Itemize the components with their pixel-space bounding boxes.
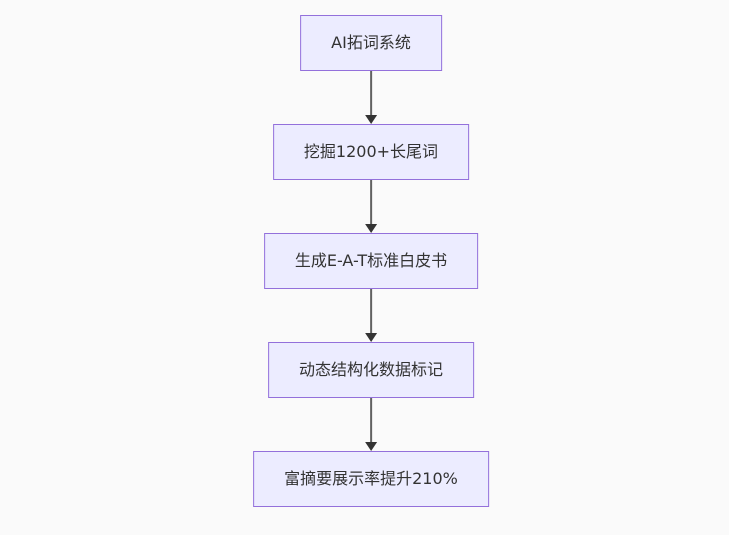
- arrow-down-2: [363, 180, 379, 233]
- node-label: 动态结构化数据标记: [298, 360, 443, 380]
- node-label: 富摘要展示率提升210%: [284, 469, 458, 489]
- arrow-line: [370, 398, 372, 443]
- flow-node-longtail-mining: 挖掘1200+长尾词: [272, 124, 470, 180]
- arrowhead-icon: [365, 115, 377, 124]
- flowchart: AI拓词系统 挖掘1200+长尾词 生成E-A-T标准白皮书 动态结构化数据标记…: [253, 15, 489, 507]
- flow-node-rich-snippet-result: 富摘要展示率提升210%: [253, 451, 489, 507]
- flow-node-eat-whitepaper: 生成E-A-T标准白皮书: [263, 233, 479, 289]
- arrow-down-1: [363, 71, 379, 124]
- arrowhead-icon: [365, 442, 377, 451]
- flow-node-ai-keyword-system: AI拓词系统: [300, 15, 442, 71]
- arrow-line: [370, 289, 372, 334]
- arrow-line: [370, 180, 372, 225]
- arrowhead-icon: [365, 333, 377, 342]
- arrow-down-3: [363, 289, 379, 342]
- arrow-down-4: [363, 398, 379, 451]
- node-label: 生成E-A-T标准白皮书: [294, 251, 448, 271]
- arrowhead-icon: [365, 224, 377, 233]
- flow-node-structured-data: 动态结构化数据标记: [267, 342, 474, 398]
- node-label: 挖掘1200+长尾词: [303, 142, 439, 162]
- arrow-line: [370, 71, 372, 116]
- node-label: AI拓词系统: [331, 33, 411, 53]
